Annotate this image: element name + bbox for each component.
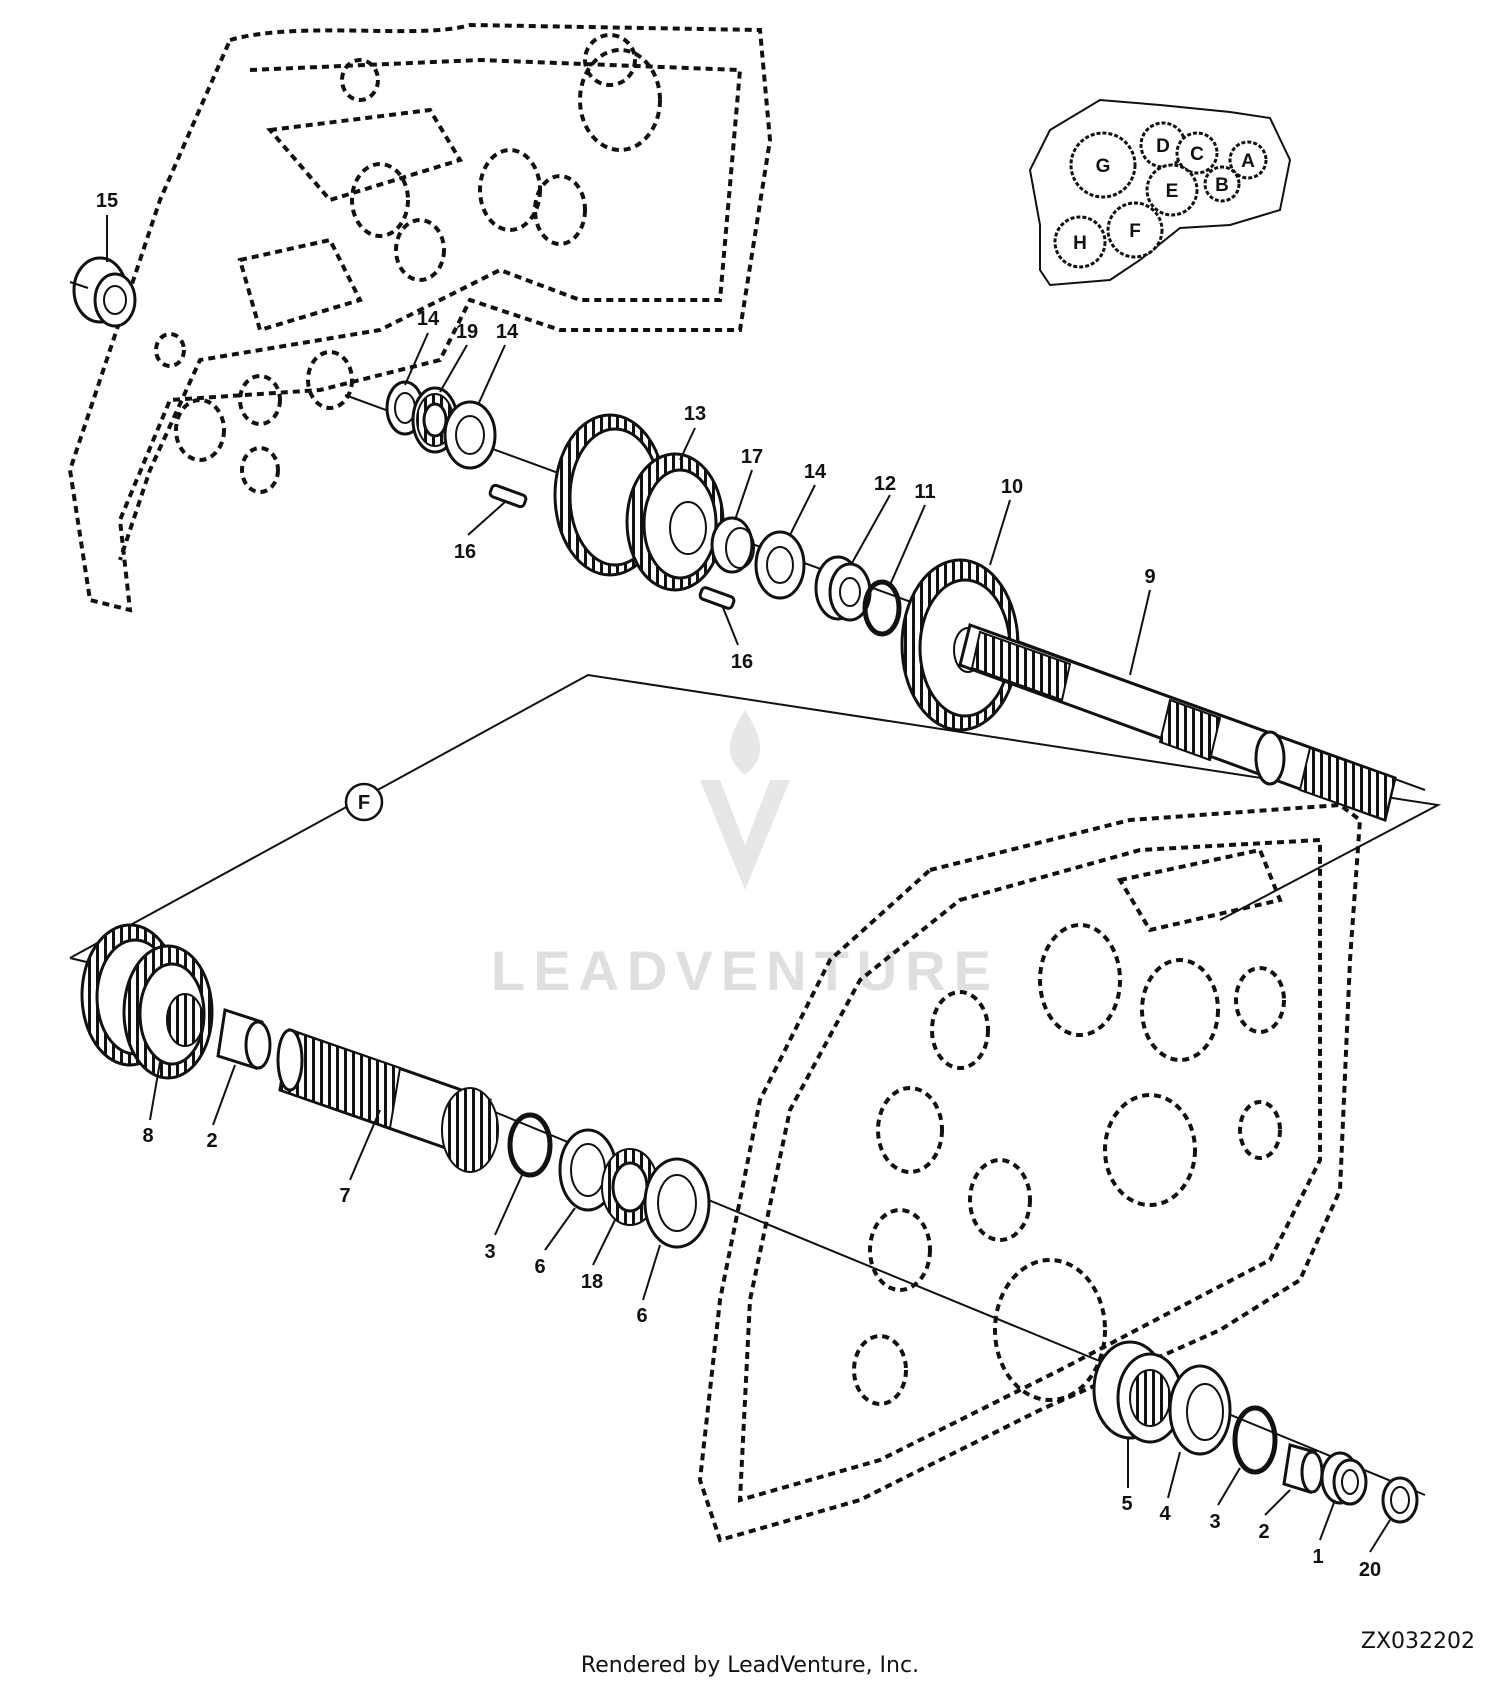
svg-text:H: H: [1073, 233, 1087, 254]
figure-id: ZX032202: [1361, 1629, 1475, 1654]
snap-ring-3-b: [1232, 1405, 1278, 1475]
callout-6: 6: [534, 1256, 545, 1278]
upper-housing-outline: [67, 22, 773, 613]
callout-7: 7: [339, 1185, 350, 1207]
gear-cluster-13: [553, 413, 725, 592]
pin-16-a: [488, 483, 528, 509]
svg-text:E: E: [1166, 181, 1179, 202]
section-marker: F: [358, 792, 370, 814]
bearing-1: [1320, 1451, 1368, 1506]
callout-4: 4: [1159, 1503, 1171, 1525]
watermark: LEADVENTURE: [491, 710, 999, 1002]
svg-text:D: D: [1156, 136, 1170, 157]
gear-cluster-8: [80, 923, 214, 1080]
inset-gear-b: B: [1203, 165, 1241, 203]
washer-14-b: [443, 400, 497, 470]
inset-gear-g: G: [1069, 131, 1137, 199]
callout-5: 5: [1121, 1493, 1132, 1515]
bearing-5: [1092, 1340, 1184, 1444]
svg-text:B: B: [1215, 175, 1229, 196]
section-marker-circle: [344, 782, 384, 822]
bearing-12: [814, 555, 872, 622]
svg-text:C: C: [1190, 144, 1204, 165]
shaft-7: [276, 1027, 499, 1173]
rendered-by-credit: Rendered by LeadVenture, Inc.: [581, 1653, 919, 1678]
seal-20: [1381, 1476, 1419, 1524]
callout-8: 8: [142, 1125, 153, 1147]
inset-gear-h: H: [1053, 215, 1107, 269]
snap-ring-3-a: [507, 1112, 553, 1178]
callout-10: 10: [1001, 476, 1023, 498]
callout-2: 2: [206, 1130, 217, 1152]
bushing-2-a: [216, 1008, 272, 1070]
callout-14: 14: [804, 461, 827, 483]
callout-16: 16: [454, 541, 476, 563]
bearing-15: [72, 256, 137, 328]
svg-text:A: A: [1241, 151, 1255, 172]
callout-18: 18: [581, 1271, 603, 1293]
bushing-2-b: [1282, 1443, 1324, 1494]
inset-gear-a: A: [1228, 140, 1268, 180]
washer-14-c: [754, 530, 806, 600]
callout-19: 19: [456, 321, 478, 343]
callout-6: 6: [636, 1305, 647, 1327]
callout-9: 9: [1144, 566, 1155, 588]
callout-14: 14: [417, 308, 440, 330]
callout-11: 11: [914, 481, 935, 503]
callout-3: 3: [1209, 1511, 1220, 1533]
lower-shaft-assembly: [80, 923, 1426, 1524]
inset-gear-f: F: [1106, 201, 1164, 259]
inset-gear-e: E: [1145, 163, 1199, 217]
washer-6-b: [643, 1157, 711, 1249]
callout-14: 14: [496, 321, 519, 343]
gear-10: [900, 558, 1020, 732]
svg-text:F: F: [1129, 221, 1141, 242]
svg-text:G: G: [1096, 156, 1111, 177]
upper-shaft-assembly: [69, 256, 1426, 822]
callout-17: 17: [741, 446, 763, 468]
pin-16-b: [698, 586, 736, 610]
gear-layout-inset: G D C A B E F H: [1028, 98, 1292, 287]
leader-lines: [106, 215, 1391, 1553]
inset-gear-c: C: [1175, 131, 1219, 175]
callout-16: 16: [731, 651, 753, 673]
callout-3: 3: [484, 1241, 495, 1263]
callout-15: 15: [96, 190, 118, 212]
callout-12: 12: [874, 473, 896, 495]
watermark-text: LEADVENTURE: [491, 939, 999, 1002]
callout-13: 13: [684, 403, 706, 425]
callout-20: 20: [1359, 1559, 1381, 1581]
callout-2: 2: [1258, 1521, 1269, 1543]
callout-1: 1: [1312, 1546, 1323, 1568]
callout-labels: 15 14 19 14 13 17 14 12 11 10 9 16 16 8 …: [96, 190, 1381, 1581]
washer-4: [1168, 1364, 1232, 1456]
shaft-9: [958, 623, 1397, 822]
bushing-17: [710, 516, 755, 574]
lower-housing-outline: [697, 802, 1363, 1543]
snap-ring-11: [862, 579, 902, 637]
